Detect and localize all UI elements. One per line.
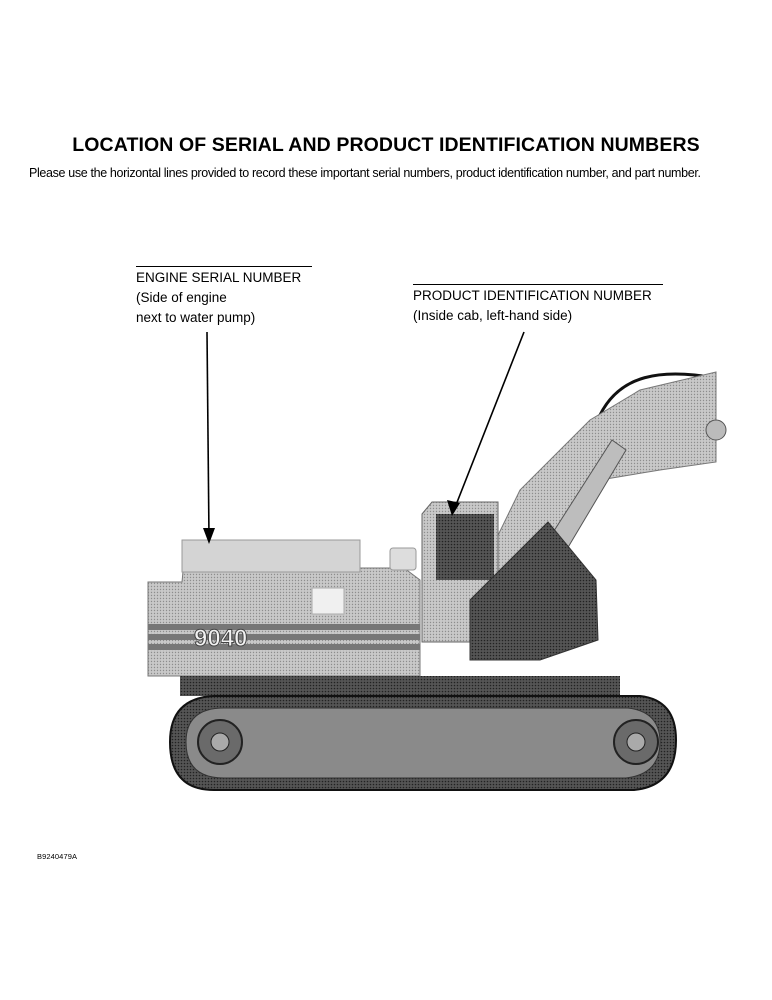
boom-hose — [598, 372, 717, 416]
pin-callout: PRODUCT IDENTIFICATION NUMBER (Inside ca… — [413, 284, 663, 326]
exhaust-cap — [389, 547, 417, 571]
side-vent — [311, 587, 345, 615]
engine-serial-location-line2: next to water pump) — [136, 310, 256, 325]
cab-window — [436, 514, 494, 580]
engine-leader-line — [206, 331, 210, 539]
body-stripe-2 — [148, 634, 420, 640]
model-badge: 9040 — [194, 625, 247, 652]
pin-leader-line — [453, 331, 525, 511]
figure-id: B9240479A — [37, 852, 78, 861]
pin-location-line1: (Inside cab, left-hand side) — [413, 308, 573, 323]
intro-paragraph: Please use the horizontal lines provided… — [29, 166, 701, 180]
engine-serial-label: ENGINE SERIAL NUMBER — [136, 266, 312, 288]
boom-base — [469, 521, 599, 661]
track-inner — [185, 707, 661, 779]
page-title: LOCATION OF SERIAL AND PRODUCT IDENTIFIC… — [72, 134, 700, 156]
pin-label: PRODUCT IDENTIFICATION NUMBER — [413, 284, 663, 306]
engine-serial-callout: ENGINE SERIAL NUMBER (Side of engine nex… — [136, 266, 312, 328]
lower-frame — [180, 676, 620, 696]
boom-pin — [705, 419, 727, 441]
engine-leader-arrow — [203, 528, 215, 544]
body-stripe-1 — [148, 624, 420, 630]
body-stripe-3 — [148, 644, 420, 650]
engine-hood — [181, 539, 361, 573]
engine-serial-location-line1: (Side of engine — [136, 290, 227, 305]
idler-hub — [210, 732, 230, 752]
pin-leader-arrow — [447, 500, 460, 516]
drive-hub — [626, 732, 646, 752]
